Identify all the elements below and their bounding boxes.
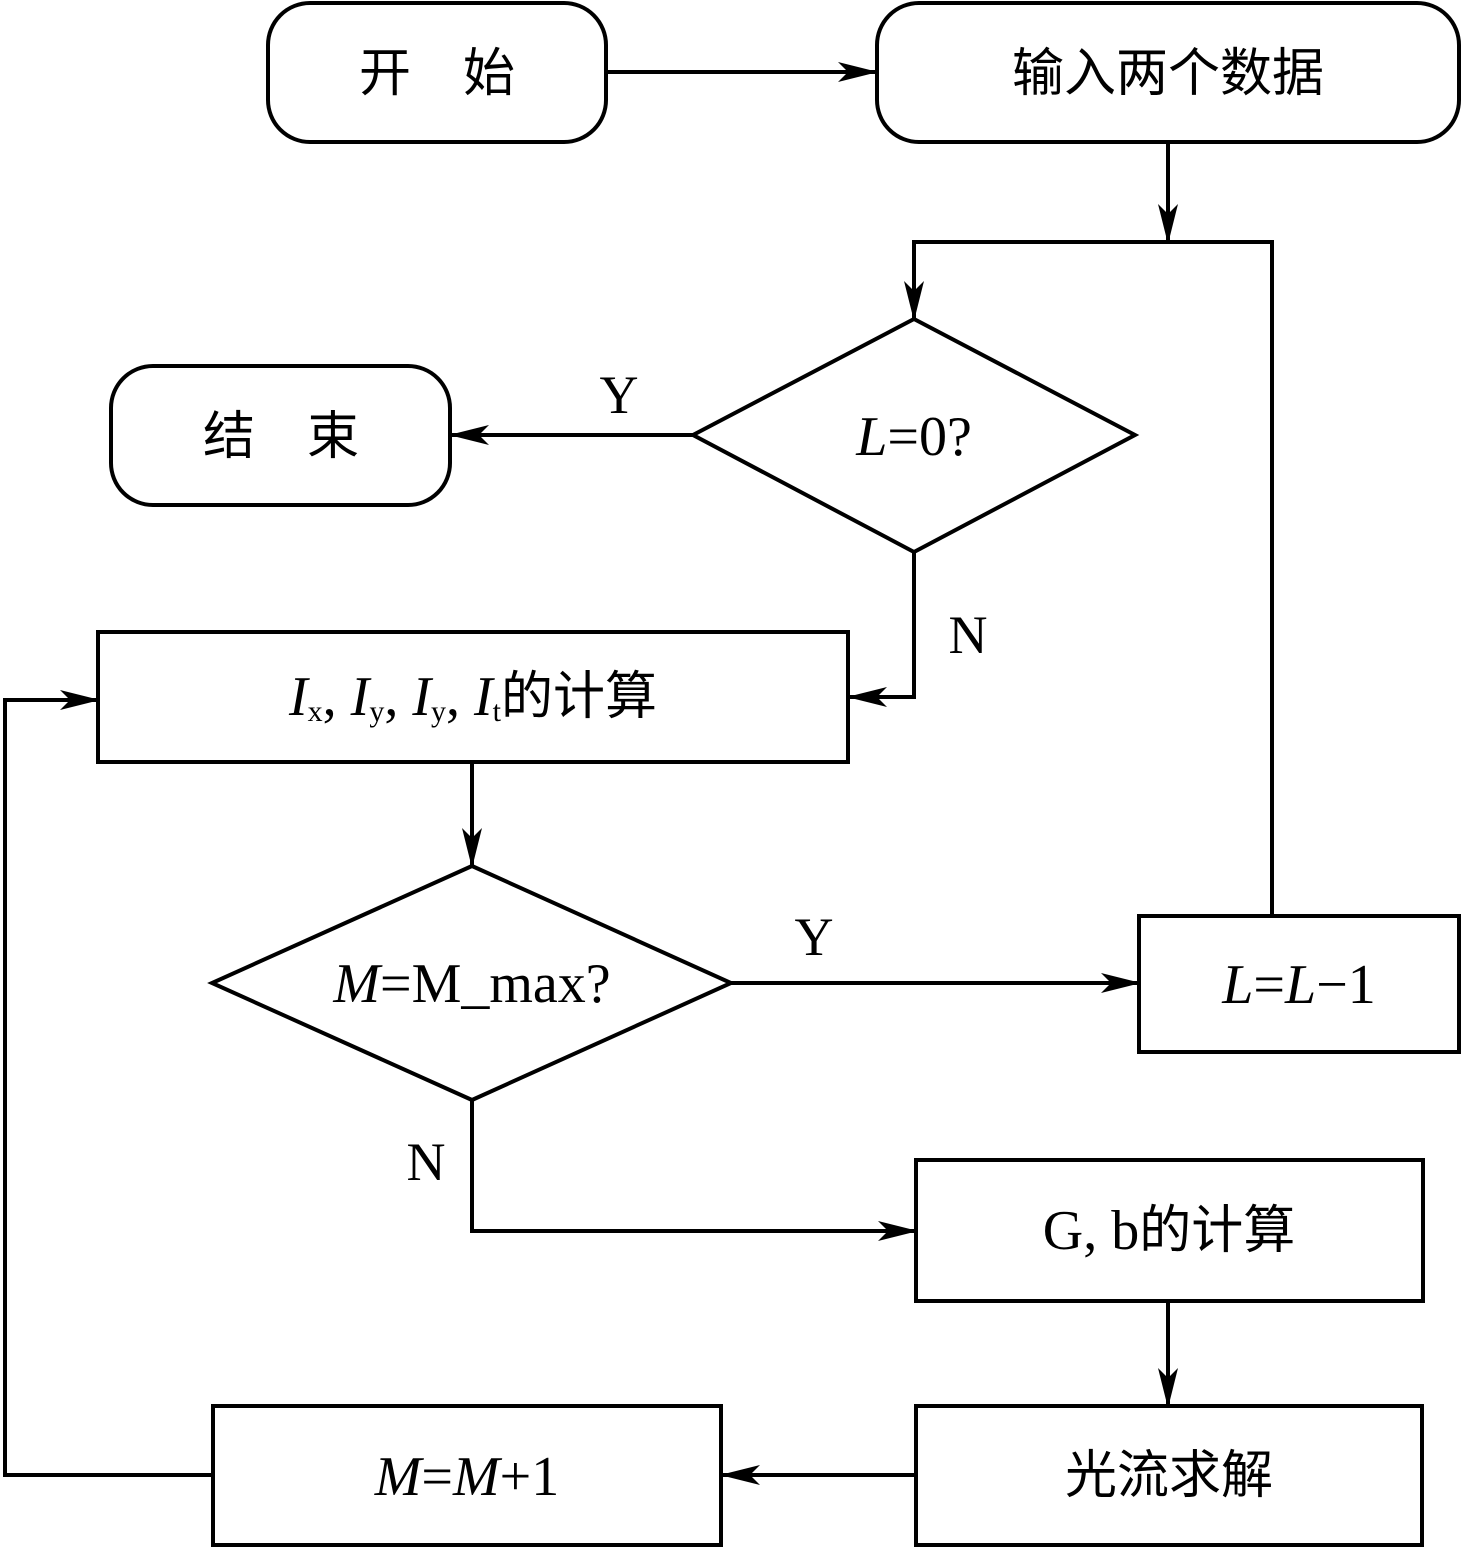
grad-term-2-sep: , bbox=[446, 666, 474, 728]
level-dec-var1: L bbox=[1221, 954, 1253, 1016]
arrow-level-no-to-gradients bbox=[847, 552, 916, 707]
grad-term-1-sep: , bbox=[384, 666, 412, 728]
gb-latin: G, b bbox=[1043, 1200, 1139, 1262]
grad-term-2-sub: y bbox=[431, 695, 446, 728]
node-input-label: 输入两个数据 bbox=[1012, 44, 1324, 104]
iter-inc-eq: = bbox=[421, 1446, 453, 1508]
grad-term-1-var: I bbox=[350, 666, 372, 728]
level-dec-rest: −1 bbox=[1316, 954, 1376, 1016]
label-iter-no: N bbox=[407, 1132, 446, 1192]
grad-term-2-var: I bbox=[411, 666, 433, 728]
node-level-decrement: L=L−1 bbox=[1137, 914, 1461, 1054]
loop-level-return bbox=[904, 240, 1274, 916]
node-solve: 光流求解 bbox=[914, 1404, 1424, 1547]
grad-term-0-sub: x bbox=[308, 695, 323, 728]
grad-term-3-var: I bbox=[473, 666, 495, 728]
iter-inc-var1: M bbox=[374, 1446, 425, 1508]
grad-term-0-var: I bbox=[288, 666, 310, 728]
var-m: M bbox=[332, 953, 383, 1015]
label-level-yes: Y bbox=[600, 365, 639, 425]
loop-iter-return bbox=[3, 690, 213, 1477]
node-solve-label: 光流求解 bbox=[1065, 1446, 1273, 1506]
node-gradients: Ix, Iy, Iy, It的计算 bbox=[96, 630, 850, 764]
node-gb-label: G, b的计算 bbox=[1043, 1200, 1295, 1262]
grad-suffix: 的计算 bbox=[501, 667, 657, 727]
node-start: 开 始 bbox=[266, 1, 608, 144]
node-gradients-label: Ix, Iy, Iy, It的计算 bbox=[288, 666, 657, 728]
var-l: L bbox=[855, 406, 887, 468]
grad-term-3-sub: t bbox=[493, 695, 502, 728]
decision-level-zero: L=0? bbox=[688, 316, 1140, 555]
decision-iter-max: M=M_max? bbox=[207, 863, 736, 1103]
grad-term-0-sep: , bbox=[323, 666, 351, 728]
node-start-label: 开 始 bbox=[359, 44, 515, 104]
cond-iter-rest: =M_max? bbox=[380, 953, 611, 1015]
node-iter-increment: M=M+1 bbox=[211, 1404, 723, 1547]
node-end-label: 结 束 bbox=[203, 407, 359, 467]
node-input: 输入两个数据 bbox=[875, 1, 1461, 144]
arrow-iter-no-to-gb bbox=[470, 1100, 918, 1241]
node-level-decrement-label: L=L−1 bbox=[1221, 954, 1376, 1016]
cond-level-rest: =0? bbox=[887, 406, 971, 468]
gb-suffix: 的计算 bbox=[1139, 1201, 1295, 1261]
level-dec-eq: = bbox=[1253, 954, 1285, 1016]
node-gb: G, b的计算 bbox=[914, 1158, 1425, 1303]
node-iter-increment-label: M=M+1 bbox=[374, 1446, 560, 1508]
label-level-no: N bbox=[949, 605, 988, 665]
label-iter-yes: Y bbox=[795, 907, 834, 967]
grad-term-1-sub: y bbox=[369, 695, 384, 728]
level-dec-var2: L bbox=[1284, 954, 1316, 1016]
node-end: 结 束 bbox=[109, 364, 452, 507]
decision-iter-max-label: M=M_max? bbox=[332, 953, 610, 1015]
iter-inc-rest: +1 bbox=[500, 1446, 560, 1508]
iter-inc-var2: M bbox=[452, 1446, 503, 1508]
decision-level-zero-label: L=0? bbox=[855, 406, 972, 468]
